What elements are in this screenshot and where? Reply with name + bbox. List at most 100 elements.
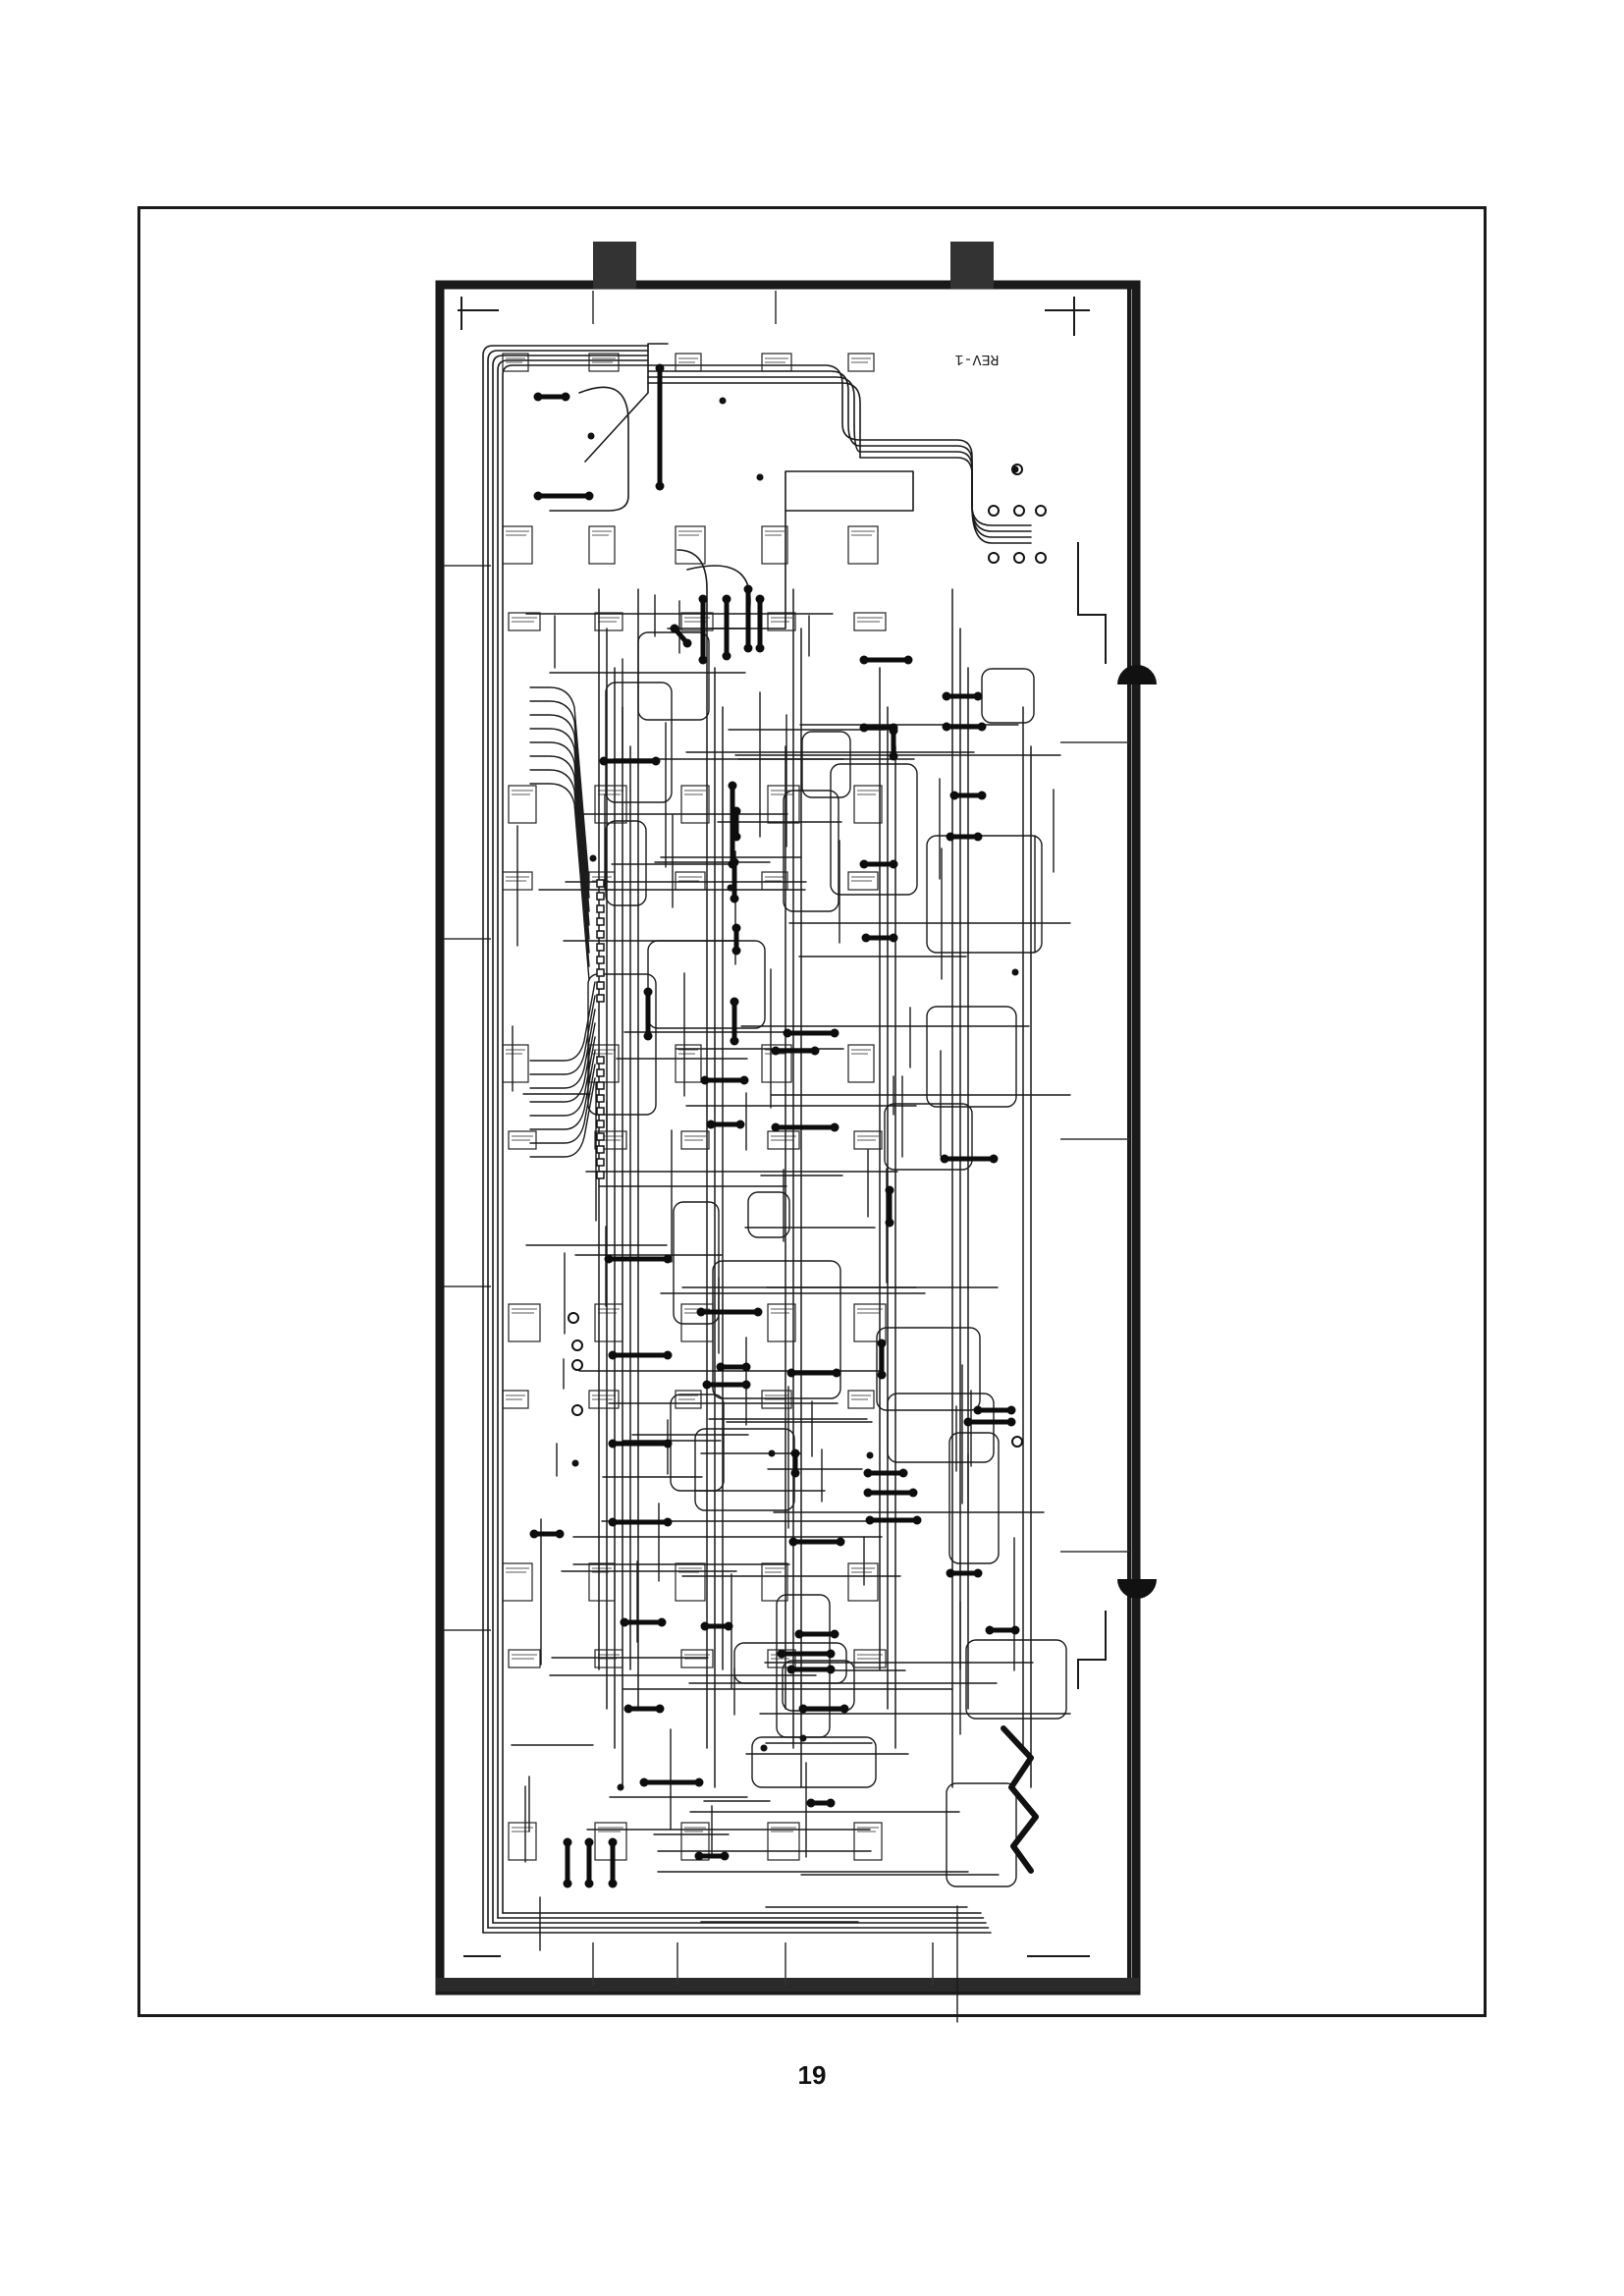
jumper-bar	[608, 1350, 673, 1360]
component-outline	[594, 1303, 623, 1342]
component-outline	[847, 871, 879, 891]
component-outline	[680, 1130, 710, 1150]
loop-trace	[946, 1782, 1017, 1887]
fanout-trace	[529, 1050, 596, 1130]
connector-pad	[596, 930, 605, 939]
component-outline	[853, 1822, 883, 1861]
wire-jumpers	[529, 363, 1020, 1888]
jumper-bar	[700, 1075, 749, 1085]
loop-trace	[733, 1642, 847, 1684]
component-outline	[675, 1044, 702, 1083]
perimeter-trace	[502, 364, 649, 1914]
connector-pad	[596, 892, 605, 901]
connector-pad	[596, 1107, 605, 1116]
jumper-bar	[942, 691, 983, 701]
fanout-trace	[529, 783, 590, 981]
fanout-trace	[529, 1064, 596, 1144]
via	[589, 854, 597, 862]
jumper-bar	[700, 1621, 733, 1631]
jumper-bar	[694, 1851, 730, 1861]
connector-pad	[596, 1171, 605, 1179]
jumper-bar	[730, 857, 739, 903]
jumper-bar	[859, 859, 898, 869]
jumper-bar	[861, 933, 898, 943]
connector-pad	[596, 1132, 605, 1141]
registration-marks	[458, 297, 1107, 1957]
via	[756, 473, 764, 481]
component-outline	[588, 353, 620, 372]
component-outline	[508, 785, 537, 824]
component-outline	[847, 1562, 879, 1602]
component-outline	[502, 1044, 529, 1083]
jumper-bar	[533, 491, 594, 501]
jumper-bar	[946, 1568, 983, 1578]
component-outline	[508, 1303, 541, 1342]
jumper-bar	[533, 392, 570, 402]
component-outline	[853, 612, 887, 631]
jumper-bar	[786, 1665, 836, 1674]
jumper-bar	[798, 1704, 849, 1714]
via	[1011, 968, 1019, 976]
via	[760, 1744, 768, 1752]
component-outline	[761, 871, 788, 891]
connector-pad	[596, 981, 605, 990]
jumper-bar	[946, 832, 983, 842]
connector-pad	[596, 1158, 605, 1167]
jumper-bar	[949, 791, 987, 800]
fanout-trace	[529, 714, 590, 912]
revision-label: REV-1	[954, 351, 999, 367]
jumper-bar	[806, 1798, 836, 1808]
jumper-bar	[790, 1449, 800, 1478]
jumper-bar	[863, 1468, 908, 1478]
jumper-bar	[885, 1185, 894, 1228]
component-outline	[847, 353, 875, 372]
perimeter-trace	[497, 359, 649, 1919]
jumper-bar	[755, 594, 765, 653]
component-outline	[594, 785, 627, 824]
loop-trace	[712, 1260, 841, 1399]
open-pad	[988, 505, 1000, 517]
component-outline	[508, 1130, 537, 1150]
jumper-bar	[889, 726, 898, 761]
fanout-trace	[529, 769, 590, 967]
jumper-bar	[777, 1649, 836, 1659]
jumper-bar	[731, 923, 741, 956]
top-bus-trace	[647, 370, 1032, 532]
jumper-bar	[788, 1537, 845, 1547]
component-footprints	[502, 353, 887, 1861]
component-outline	[508, 1649, 541, 1668]
connector-pad	[596, 1056, 605, 1065]
loop-trace	[776, 1594, 831, 1738]
loop-trace	[605, 682, 673, 803]
open-pad	[988, 552, 1000, 564]
component-outline	[675, 525, 706, 565]
component-outline	[502, 1390, 529, 1409]
jumper-bar	[599, 756, 661, 766]
component-outline	[767, 1822, 800, 1861]
fanout-trace	[529, 1036, 596, 1117]
component-outline	[853, 1649, 887, 1668]
component-outline	[675, 353, 702, 372]
figure-frame	[137, 206, 1487, 2017]
via	[1011, 465, 1019, 473]
jumper-bar	[623, 1704, 665, 1714]
jumper-bar	[698, 594, 708, 665]
connector-pad	[596, 1145, 605, 1154]
loop-trace	[926, 1006, 1017, 1108]
component-outline	[675, 1390, 702, 1409]
component-outline	[675, 871, 706, 891]
mounting-notch-bottom	[1117, 1579, 1157, 1599]
jumper-bar	[670, 624, 692, 648]
component-outline	[508, 612, 541, 631]
page-number: 19	[797, 2060, 827, 2090]
loop-trace	[965, 1639, 1067, 1720]
solder-pads	[568, 397, 1047, 1791]
fanout-trace	[529, 995, 596, 1075]
jumper-bar	[529, 1529, 565, 1539]
connector-pad	[596, 1068, 605, 1077]
top-bus-trace	[647, 364, 1032, 526]
open-pad	[1035, 505, 1047, 517]
connector-pad	[596, 943, 605, 952]
component-outline	[767, 1130, 800, 1150]
loop-trace	[747, 1191, 790, 1238]
